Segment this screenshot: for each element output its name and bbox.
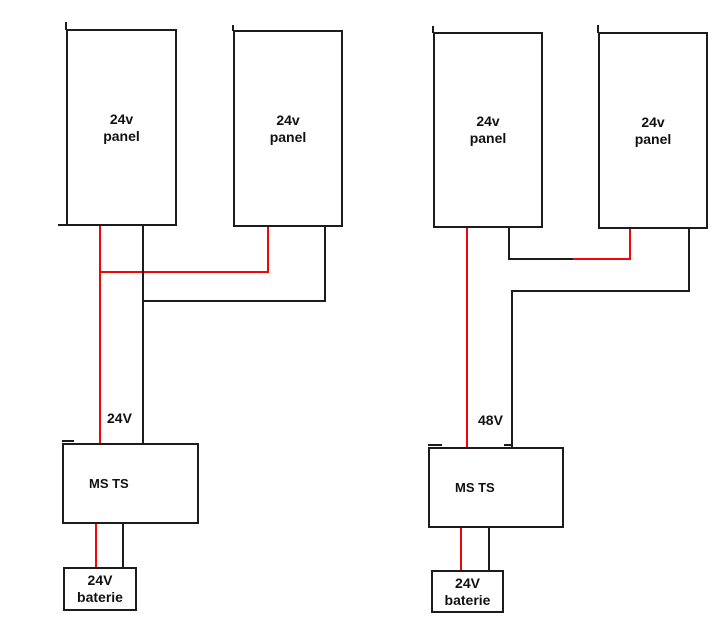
d2-battery-negative-wire [488,528,490,571]
d2-bus-voltage-label: 48V [478,412,503,428]
d1-panel-2-label-line2: panel [269,128,307,145]
d2-panel-2-label-line1: 24v [641,113,665,130]
d1-panel-2-positive-drop [267,227,269,273]
d1-positive-feed-wire [99,226,101,443]
d1-panel-1-bottom-stroke [58,224,68,226]
d1-parallel-negative-bus [142,300,326,302]
d1-battery-label-line2: baterie [77,589,123,605]
d1-battery-label-line1: 24V [87,572,113,588]
d2-negative-wire-jog-stroke [504,444,513,446]
d2-negative-feed-wire [511,290,513,448]
d2-battery-positive-wire [460,528,462,571]
d1-panel-1: 24v panel [66,29,177,226]
d1-panel-1-corner-stroke [65,22,67,30]
d2-battery-label-line2: baterie [444,591,491,608]
d2-panel-2-negative-drop [688,229,690,292]
d1-battery: 24V baterie [63,567,137,611]
d2-panel-2-corner-stroke [597,25,599,33]
d2-panel-1-corner-stroke [432,26,434,33]
d1-battery-negative-wire [122,524,124,569]
d1-panel-1-label-line2: panel [103,127,140,144]
d1-charge-controller-label: MS TS [89,476,129,491]
d2-series-link-negative-drop [508,228,510,260]
d2-panel-1-label-line1: 24v [476,113,500,129]
d2-battery: 24V baterie [431,570,504,613]
d2-panel-1-label-line2: panel [469,130,507,146]
d2-charge-controller: MS TS [428,447,564,528]
d2-battery-label-line1: 24V [455,574,480,591]
d1-panel-2-negative-drop [324,227,326,302]
d2-controller-corner-stroke [428,444,442,446]
d1-battery-positive-wire [95,524,97,569]
d1-panel-1-label-line1: 24v [109,110,134,127]
d2-positive-feed-wire [466,228,468,448]
d2-negative-return-run [511,290,690,292]
d1-negative-feed-wire [142,226,144,443]
d1-parallel-positive-bus [99,271,269,273]
d1-panel-2: 24v panel [233,30,343,227]
d2-panel-2: 24v panel [598,32,708,229]
d1-panel-2-corner-stroke [232,25,234,31]
d1-panel-2-label-line1: 24v [276,111,300,128]
d1-charge-controller: MS TS [62,443,199,524]
d2-series-link-negative-run [508,258,574,260]
d1-bus-voltage-label: 24V [107,410,132,426]
d2-charge-controller-label: MS TS [455,480,495,495]
d2-series-link-positive-riser [629,229,631,260]
d2-series-link-positive-run [573,258,631,260]
d2-panel-2-label-line2: panel [634,130,672,147]
d1-controller-corner-stroke [62,440,74,442]
d2-panel-1: 24v panel [433,32,543,228]
